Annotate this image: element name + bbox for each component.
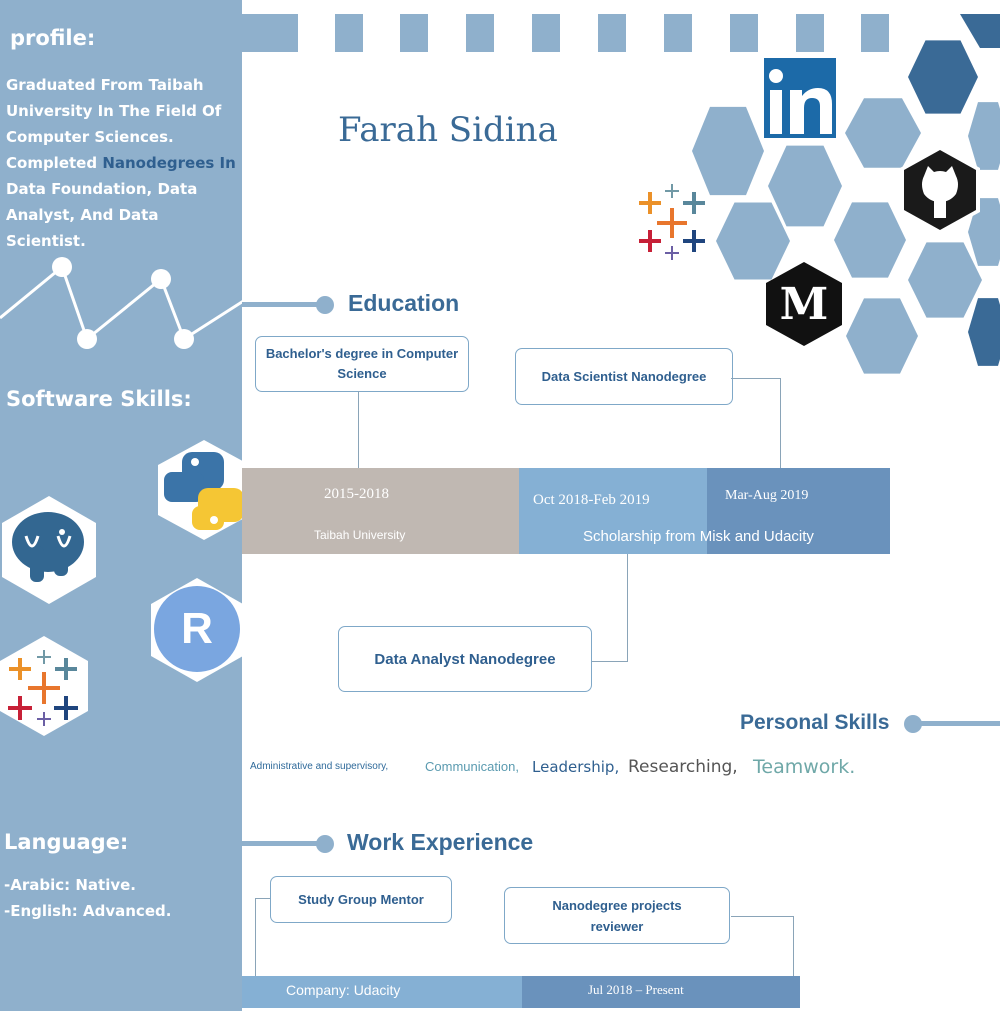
deco-hexagon: [768, 145, 842, 227]
deco-square: [400, 14, 428, 52]
connector-line: [780, 378, 781, 468]
personal-skill: Teamwork.: [753, 756, 856, 778]
connector-line: [793, 916, 794, 976]
profile-summary-line: Analyst, And Data: [6, 206, 159, 224]
nanodegree-reviewer-box: Nanodegree projects reviewer: [504, 887, 730, 944]
software-skills-heading: Software Skills:: [6, 387, 192, 411]
profile-heading: profile:: [10, 26, 96, 50]
person-name: Farah Sidina: [338, 110, 558, 150]
profile-summary-line: Completed Nanodegrees In: [6, 154, 236, 172]
deco-square: [335, 14, 363, 52]
personal-skill: Communication,: [425, 759, 519, 774]
deco-hexagon: [846, 298, 918, 374]
work-connector-dot: [316, 835, 334, 853]
timeline-segment-misk: Oct 2018-Feb 2019: [519, 468, 707, 554]
deco-hexagon: [968, 298, 1000, 366]
ds-nanodegree-box: Data Scientist Nanodegree: [515, 348, 733, 405]
linkedin-icon: [762, 56, 838, 140]
tableau-icon: [0, 636, 88, 736]
tableau-connector-dot: [80, 738, 98, 756]
connector-line: [358, 391, 359, 468]
personal-skill: Leadership,: [532, 758, 620, 776]
da-nanodegree-box: Data Analyst Nanodegree: [338, 626, 592, 692]
work-period-bar: Jul 2018 – Present: [522, 976, 800, 1008]
personal-skill: Administrative and supervisory,: [250, 761, 389, 772]
medium-icon: M: [766, 262, 842, 346]
python-connector-dot: [154, 536, 172, 554]
work-company-bar: Company: Udacity: [242, 976, 522, 1008]
deco-square: [730, 14, 758, 52]
timeline-place: Taibah University: [314, 528, 406, 542]
connector-line: [731, 378, 780, 379]
postgres-connector-dot: [80, 599, 98, 617]
personal-skill: Researching,: [628, 757, 738, 777]
deco-hexagon: [908, 242, 982, 318]
github-icon: [900, 146, 980, 234]
profile-summary-line: Graduated From Taibah: [6, 76, 204, 94]
tableau-connector: [6, 744, 88, 749]
personal-skills-heading: Personal Skills: [740, 711, 890, 734]
connector-line: [627, 554, 628, 662]
profile-summary-line: University In The Field Of: [6, 102, 222, 120]
work-experience-heading: Work Experience: [347, 829, 534, 855]
education-heading: Education: [348, 290, 460, 316]
language-item: -English: Advanced.: [4, 902, 172, 920]
language-heading: Language:: [4, 830, 129, 854]
profile-summary-line: Scientist.: [6, 232, 86, 250]
deco-square: [861, 14, 889, 52]
education-connector-dot: [316, 296, 334, 314]
python-connector: [166, 543, 242, 548]
timeline-dates: Mar-Aug 2019: [725, 488, 809, 503]
postgres-connector: [6, 605, 86, 610]
deco-square: [532, 14, 560, 52]
work-connector: [242, 841, 324, 846]
deco-square: [466, 14, 494, 52]
scholarship-text: Scholarship from Misk and Udacity: [583, 528, 814, 545]
deco-square: [598, 14, 626, 52]
timeline-segment-udacity: Mar-Aug 2019: [707, 468, 890, 554]
bachelor-degree-box: Bachelor's degree in Computer Science: [255, 336, 469, 392]
connector-line: [731, 916, 794, 917]
timeline-dates: Oct 2018-Feb 2019: [533, 492, 650, 508]
top-band: [0, 14, 298, 52]
profile-summary-line: Computer Sciences.: [6, 128, 174, 146]
tableau-icon: [632, 182, 712, 262]
study-group-mentor-box: Study Group Mentor: [270, 876, 452, 923]
deco-corner: [960, 14, 1000, 48]
deco-hexagon: [716, 202, 790, 280]
zigzag-decoration: [0, 257, 245, 349]
timeline-segment-taibah: 2015-2018 Taibah University: [242, 468, 519, 554]
deco-square: [796, 14, 824, 52]
timeline-years: 2015-2018: [324, 486, 389, 502]
deco-hexagon: [908, 40, 978, 114]
deco-square: [664, 14, 692, 52]
profile-summary-line: Data Foundation, Data: [6, 180, 198, 198]
deco-hexagon: [968, 102, 1000, 170]
personal-skills-connector: [918, 721, 1000, 726]
education-connector: [242, 302, 322, 307]
connector-line: [255, 898, 256, 976]
connector-line: [591, 661, 628, 662]
language-item: -Arabic: Native.: [4, 876, 136, 894]
deco-hexagon: [845, 98, 921, 168]
connector-line: [255, 898, 270, 899]
deco-hexagon: [834, 202, 906, 278]
personal-skills-dot: [904, 715, 922, 733]
